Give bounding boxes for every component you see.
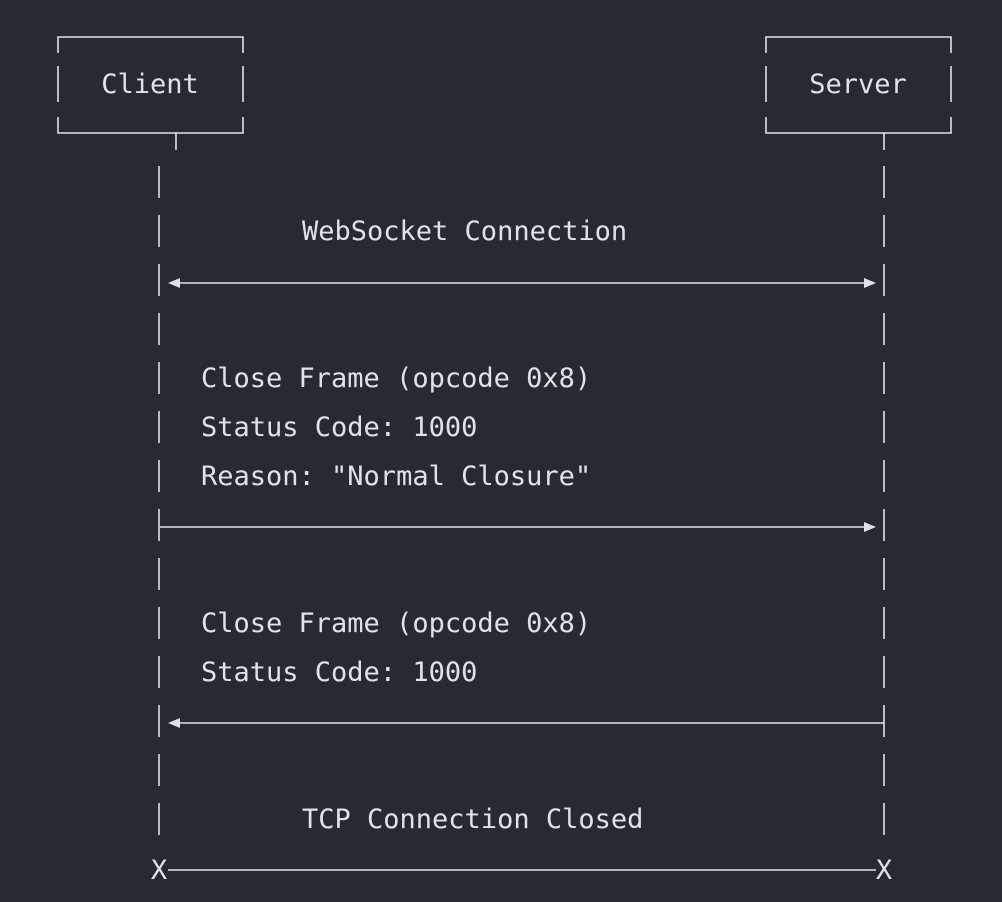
arrow-head-left [168,718,180,728]
message-label-line-2: Status Code: 1000 [201,657,477,688]
message-label: TCP Connection Closed [302,804,643,835]
message-label-line-1: Close Frame (opcode 0x8) [201,608,591,639]
participant-client-box [57,36,244,150]
participant-server-label: Server [809,69,907,100]
message-label: WebSocket Connection [302,216,627,247]
arrow-head-right [864,522,876,532]
arrow-head-left [168,278,180,288]
end-marker-server: X [876,855,892,886]
message-close-frame-client: Close Frame (opcode 0x8) Status Code: 10… [160,363,876,532]
participant-server-box [765,36,952,150]
participant-client-label: Client [101,69,199,100]
end-marker-client: X [151,855,167,886]
participant-server: Server [765,36,952,150]
message-label-line-2: Status Code: 1000 [201,412,477,443]
participant-client: Client [57,36,244,150]
message-label-line-1: Close Frame (opcode 0x8) [201,363,591,394]
message-close-frame-server: Close Frame (opcode 0x8) Status Code: 10… [168,608,884,728]
message-tcp-connection-closed: TCP Connection Closed X X [151,804,892,886]
message-label-line-3: Reason: "Normal Closure" [201,461,591,492]
message-websocket-connection: WebSocket Connection [168,216,876,288]
arrow-head-right [864,278,876,288]
